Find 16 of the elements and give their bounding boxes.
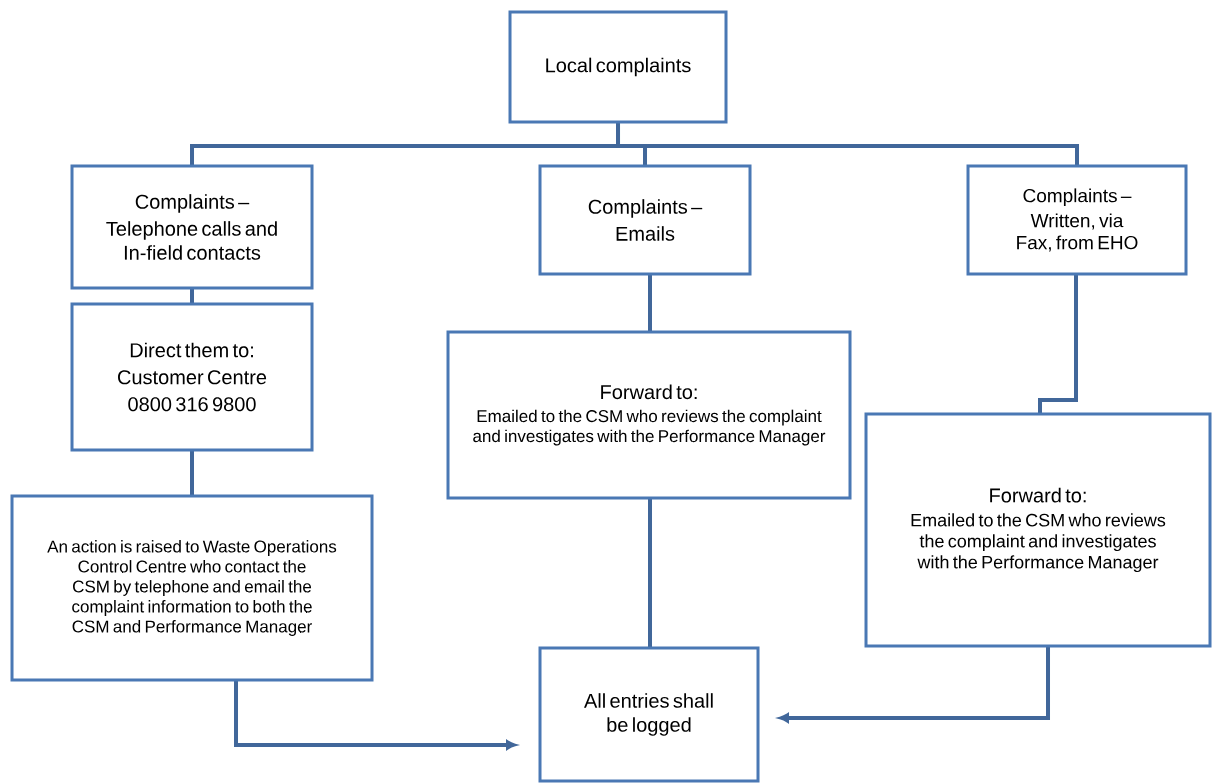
- process-box: Complaints – Written, via Fax, from EHO: [966, 164, 1188, 276]
- process-box: Forward to: Emailed to the CSM who reviews the complaint and investigates with the Performance Manager: [864, 412, 1212, 648]
- connector: [648, 498, 652, 648]
- connector: [234, 680, 517, 750]
- process-box: Complaints – Telephone calls and In-field contacts: [70, 164, 314, 290]
- process-box: Forward to: Emailed to the CSM who reviews the complaint and investigates with the Performance Manager: [446, 330, 852, 500]
- connector: [190, 450, 194, 496]
- connector: [778, 646, 1050, 723]
- process-box: Complaints – Emails: [538, 164, 752, 276]
- connector: [648, 274, 652, 332]
- connector: [1038, 274, 1078, 414]
- process-box: Local complaints: [508, 10, 728, 124]
- process-box: Direct them to: Customer Centre 0800 316 9800: [70, 302, 314, 452]
- process-box: All entries shall be logged: [538, 646, 760, 783]
- process-box: An action is raised to Waste Operations Control Centre who contact the CSM by telephone and email the complaint information to both the CSM and Performance Manager: [10, 494, 374, 682]
- connector: [616, 122, 1079, 166]
